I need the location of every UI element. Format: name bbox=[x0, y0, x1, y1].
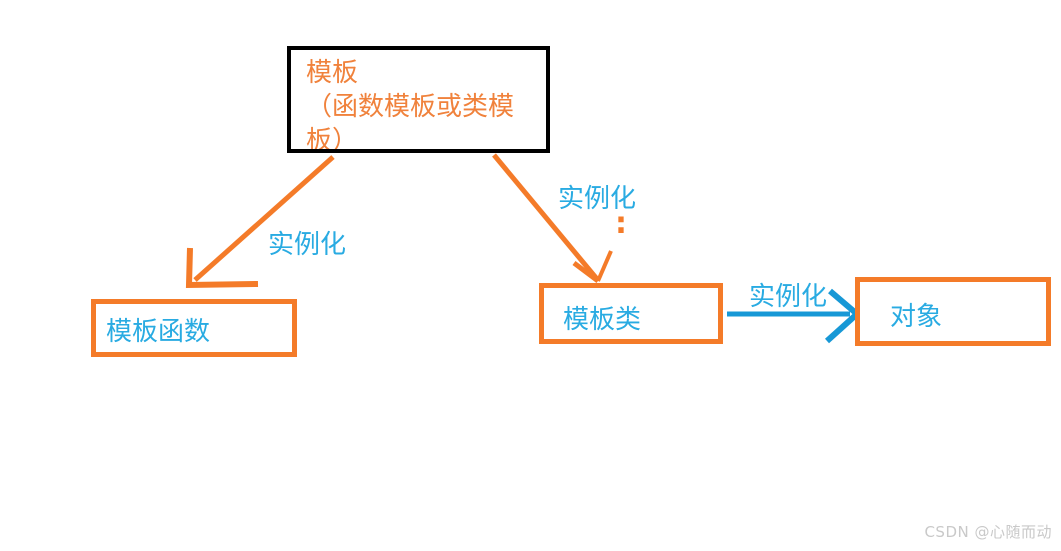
node-template-line3: 板） bbox=[306, 126, 359, 153]
node-template-class: 模板类 bbox=[539, 283, 723, 344]
node-template-class-label: 模板类 bbox=[563, 305, 642, 335]
node-template-function-label: 模板函数 bbox=[106, 317, 211, 347]
node-template-line1: 模板 bbox=[306, 58, 359, 88]
instantiate-arrow-right bbox=[492, 153, 613, 283]
edge-colon-mark: : bbox=[615, 206, 627, 241]
edge-label-instantiate-left: 实例化 bbox=[268, 230, 347, 260]
edge-label-instantiate-right: 实例化 bbox=[558, 184, 637, 214]
watermark-text: CSDN @心随而动 bbox=[924, 523, 1052, 541]
node-template-function: 模板函数 bbox=[91, 299, 297, 357]
node-object: 对象 bbox=[855, 277, 1051, 346]
node-template: 模板 （函数模板或类模 板） bbox=[287, 46, 550, 153]
edge-label-instantiate-horizontal: 实例化 bbox=[749, 282, 828, 312]
node-object-label: 对象 bbox=[890, 302, 943, 332]
instantiate-arrow-left bbox=[185, 155, 335, 289]
node-template-line2: （函数模板或类模 bbox=[306, 92, 515, 122]
